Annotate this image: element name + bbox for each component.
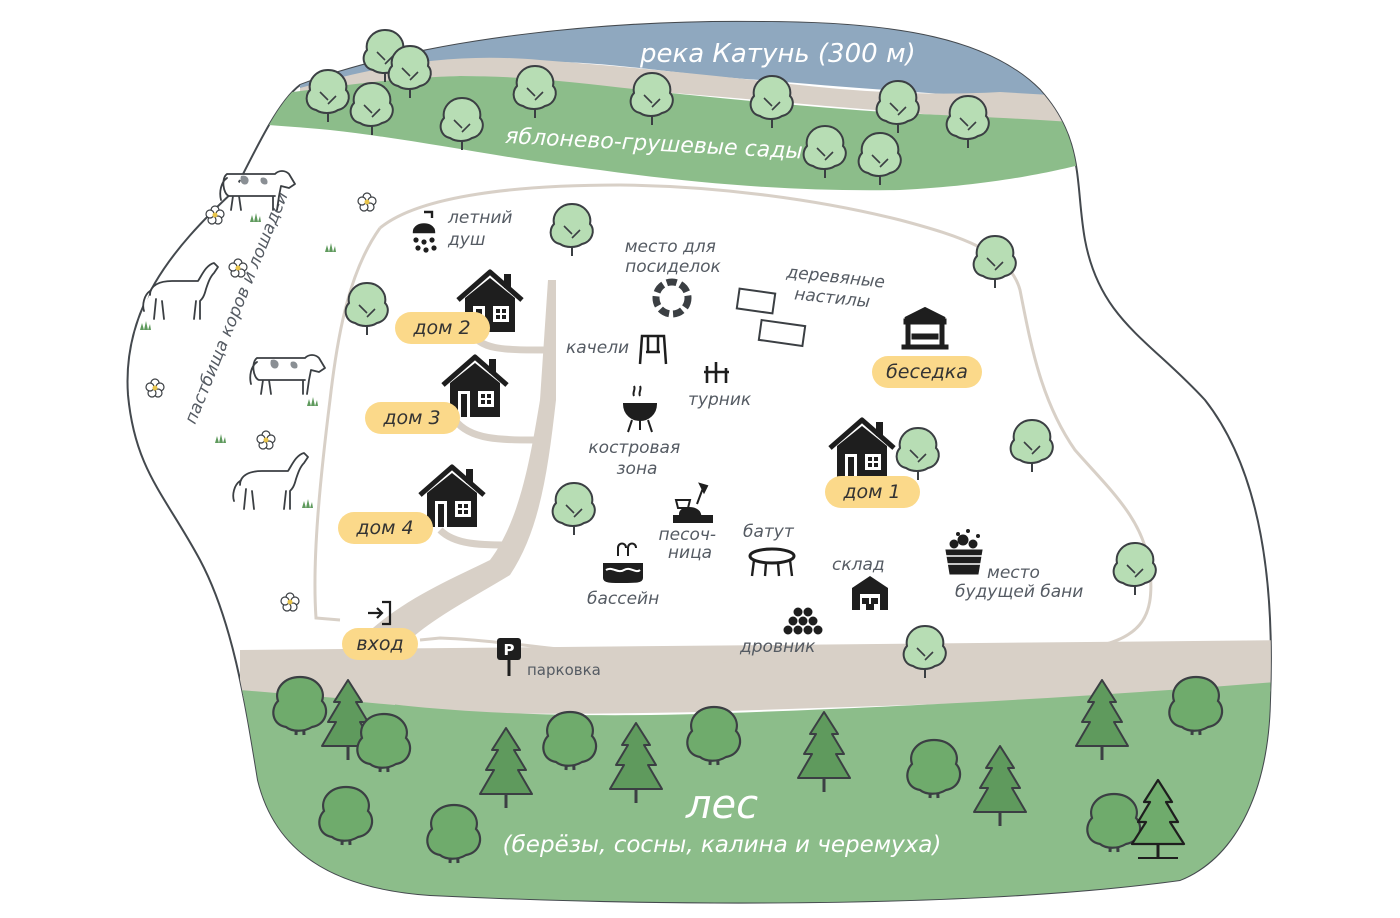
summer-shower[interactable]: летний душ <box>412 208 518 253</box>
path-house-3 <box>452 417 541 444</box>
storage-icon <box>852 576 888 610</box>
parking-label: парковка <box>527 661 601 679</box>
entrance-pill <box>342 628 418 660</box>
gazebo[interactable]: беседка <box>872 306 982 388</box>
forest-area <box>240 680 1271 903</box>
plot-boundary <box>313 183 1153 665</box>
entrance[interactable]: вход <box>342 600 418 660</box>
trampoline-icon <box>748 547 796 577</box>
gathering-label-2: посиделок <box>625 257 721 277</box>
deck-1 <box>735 287 777 315</box>
house-4[interactable]: дом 4 <box>338 467 484 544</box>
parking-sign-icon: P <box>497 638 521 676</box>
house-2-pill <box>395 312 490 344</box>
svg-text:песоч- ница: песоч- ница <box>659 525 722 563</box>
parking-sign-letter: P <box>504 641 515 659</box>
woodshed-label: дровник <box>739 637 816 657</box>
swing-label: качели <box>566 338 629 358</box>
sauna-icon <box>945 529 983 575</box>
entrance-path <box>340 280 556 705</box>
horizontal-bar-label: турник <box>688 390 752 410</box>
path-house-4 <box>437 527 516 549</box>
svg-text:место будущей бани: место будущей бани <box>955 563 1083 602</box>
grill-icon <box>622 385 658 433</box>
sandbox-label-2: ница <box>668 543 712 563</box>
summer-shower-label-1: летний <box>447 208 512 228</box>
future-sauna-label-1: место <box>987 563 1040 583</box>
house-1[interactable]: дом 1 <box>825 420 920 508</box>
horizontal-bar[interactable]: турник <box>688 362 752 410</box>
house-3-pill <box>365 402 460 434</box>
pool-label: бассейн <box>587 589 659 609</box>
river-label: река Катунь (300 м) <box>639 39 916 69</box>
parking[interactable]: P парковка <box>497 638 601 679</box>
storage[interactable]: склад <box>832 555 888 610</box>
forest-subtitle: (берёзы, сосны, калина и черемуха) <box>503 832 942 858</box>
swing[interactable]: качели <box>566 334 668 365</box>
gazebo-label: беседка <box>886 361 968 383</box>
fire-zone-label-1: костровая <box>588 438 680 458</box>
woodshed[interactable]: дровник <box>739 606 824 657</box>
sandbox-icon <box>673 482 713 523</box>
house-2-label: дом 2 <box>412 317 470 339</box>
pool-icon <box>603 542 643 583</box>
house-2[interactable]: дом 2 <box>395 272 522 344</box>
svg-text:костровая зона: костровая зона <box>588 438 685 479</box>
summer-shower-label-2: душ <box>447 230 485 250</box>
gazebo-icon <box>901 306 949 350</box>
shower-icon <box>412 210 437 253</box>
pool[interactable]: бассейн <box>587 542 659 610</box>
svg-text:летний душ: летний душ <box>447 208 518 250</box>
deck-2 <box>757 318 807 348</box>
swing-icon <box>638 334 668 365</box>
fire-zone[interactable]: костровая зона <box>588 385 685 479</box>
horizontal-bar-icon <box>704 362 729 383</box>
svg-text:место для посиделок: место для посиделок <box>625 237 722 277</box>
house-3-label: дом 3 <box>382 407 440 429</box>
forest-trees <box>271 675 1224 865</box>
house-4-pill <box>338 512 433 544</box>
gathering-label-1: место для <box>625 237 716 257</box>
storage-label: склад <box>832 555 885 575</box>
sandbox[interactable]: песоч- ница <box>659 482 722 563</box>
sandbox-label-1: песоч- <box>659 525 717 545</box>
forest-title: лес <box>685 782 758 828</box>
trampoline[interactable]: батут <box>743 522 796 577</box>
future-sauna[interactable]: место будущей бани <box>945 529 1083 603</box>
house-4-label: дом 4 <box>355 517 413 539</box>
house-1-pill <box>825 476 920 508</box>
entrance-label: вход <box>356 633 403 655</box>
fire-zone-label-2: зона <box>617 459 658 479</box>
house-1-label: дом 1 <box>842 481 900 503</box>
gathering-place[interactable]: место для посиделок <box>625 237 722 318</box>
trampoline-label: батут <box>743 522 795 542</box>
woodpile-icon <box>782 606 824 636</box>
gazebo-pill <box>872 356 982 388</box>
entrance-icon <box>368 600 392 626</box>
house-3[interactable]: дом 3 <box>365 357 507 434</box>
future-sauna-label-2: будущей бани <box>955 582 1083 602</box>
lifebuoy-icon <box>652 278 692 318</box>
